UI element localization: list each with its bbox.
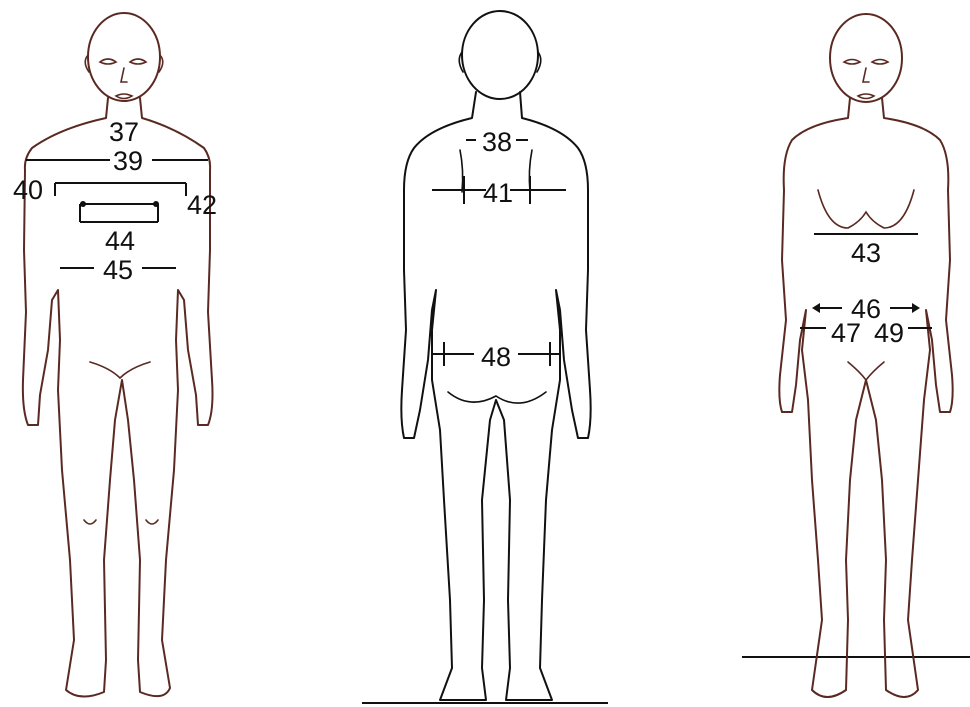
waist-arrow-left-head (812, 303, 820, 313)
label-41: 41 (483, 178, 513, 208)
mouth (116, 94, 132, 99)
head (830, 14, 902, 102)
label-42: 42 (187, 190, 217, 220)
torso-outline (779, 98, 952, 697)
label-47: 47 (831, 318, 861, 348)
nose (121, 68, 127, 82)
mouth (858, 94, 874, 99)
left-eye (100, 59, 116, 64)
left-knee (84, 520, 96, 524)
figure-front: 37 39 40 42 44 45 (13, 13, 217, 697)
bust-line (818, 190, 914, 228)
label-48: 48 (481, 342, 511, 372)
label-37: 37 (109, 117, 139, 147)
label-40: 40 (13, 175, 43, 205)
label-49: 49 (874, 318, 904, 348)
waist-arrow-right-head (912, 303, 920, 313)
bust-point-right (153, 201, 159, 207)
left-eye (844, 60, 860, 65)
label-38: 38 (482, 127, 512, 157)
head (88, 13, 160, 101)
groin-line (848, 362, 884, 380)
groin-line (90, 362, 150, 378)
right-eye (872, 60, 888, 65)
torso-outline (23, 98, 213, 697)
head (462, 11, 538, 99)
label-43: 43 (851, 238, 881, 268)
nose (863, 68, 869, 82)
figure-front-female: 43 46 47 49 (742, 14, 970, 697)
right-knee (146, 520, 158, 524)
left-blade (460, 150, 463, 192)
bust-point-left (80, 201, 86, 207)
label-45: 45 (103, 255, 133, 285)
figure-back: 38 41 48 (362, 11, 608, 703)
label-44: 44 (105, 226, 135, 256)
label-39: 39 (113, 146, 143, 176)
right-eye (130, 59, 146, 64)
